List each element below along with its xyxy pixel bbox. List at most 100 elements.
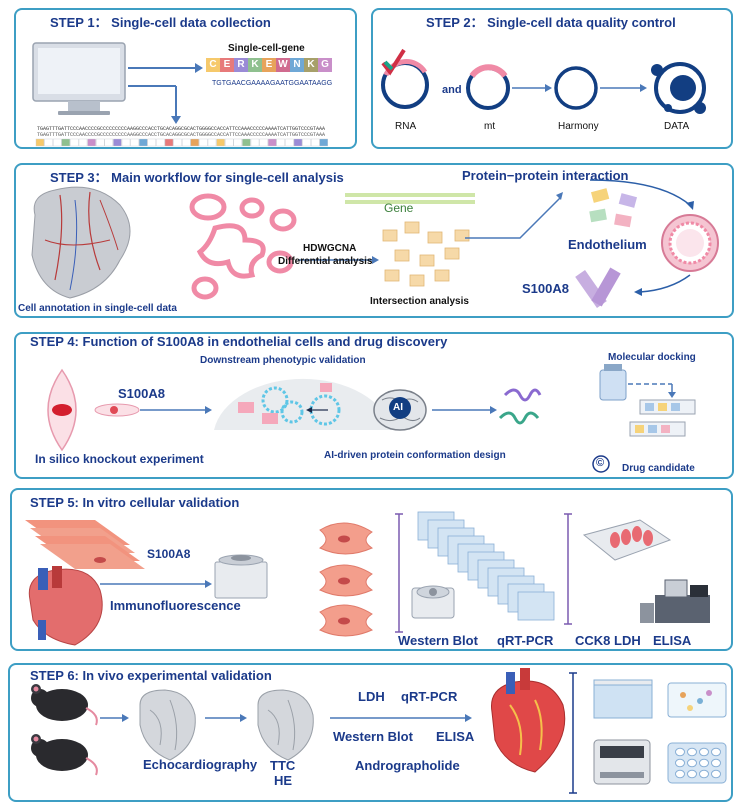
gene-letter: E [262,58,276,72]
gene-letter: E [220,58,234,72]
sequence-cell [285,138,294,147]
computer-monitor-icon [32,42,126,115]
qrtpcr-label-step5: qRT-PCR [497,633,554,648]
blood-vessel-icon [661,214,719,272]
step1-title: STEP 1： Single-cell data collection [50,15,271,30]
heart-anatomy-icon [31,186,131,299]
gene-letter: N [290,58,304,72]
sequence-cell [61,138,70,147]
sequence-cell [233,138,243,147]
sequence-cell [164,138,174,147]
echocardiography-label: Echocardiography [143,757,258,772]
intersection-analysis-label: Intersection analysis [370,296,469,307]
sequence-cell [199,138,208,147]
sequence-cell [35,138,45,147]
divider-line-2 [564,513,572,625]
differential-analysis-label: Differential analysis [278,256,373,267]
molecular-docking-label: Molecular docking [608,352,696,363]
mouse-icon-2 [31,734,98,776]
well [687,758,697,768]
well [699,758,709,768]
cck8-ldh-label: CCK8 LDH [575,633,641,648]
mt-label: mt [484,121,496,132]
long-sequence-text-1: TGAGTTTGATTCCCAACCCCGCCCCCCCCCAAGGCCCACC… [37,126,326,132]
harmony-circle-icon [554,66,598,110]
well [687,769,697,779]
ldh-label: LDH [358,689,385,704]
centrifuge-icon [411,585,455,619]
sequence-cell [44,138,53,147]
step3-panel [14,163,734,318]
sequence-cell [207,138,217,147]
gene-letter-strip: C E R K E W N K G [206,58,332,72]
ppi-label: Protein−protein interaction [462,168,629,183]
gene-letter: K [304,58,318,72]
pcr-machine-icon [593,739,651,785]
sequence-cell [87,138,96,147]
sequence-cell [250,138,260,147]
single-cell-gene-label: Single-cell-gene [228,43,305,54]
long-sequence-text-2: TGAGTTTGATTCCCAACCCCGCCCCCCCCCAAGGCCCACC… [37,132,326,138]
well-plate-icon [667,742,727,784]
lab-incubator-icon [214,554,268,599]
western-blot-membranes-icon [417,511,555,621]
step6-title: STEP 6: In vivo experimental validation [30,668,272,683]
endothelial-cell-icon [47,368,77,452]
data-network-icon [651,62,706,114]
data-label: DATA [664,121,690,132]
gene-letter: W [276,58,290,72]
rna-label: RNA [395,121,417,132]
sequence-cell [70,138,79,147]
endothelial-cells-stack-icon [318,522,374,637]
drug-candidate-label: Drug candidate [622,463,695,474]
copyright-symbol: © [596,457,605,469]
gene-label: Gene [384,201,414,215]
well [675,747,685,757]
sequence-cell [268,138,277,147]
sequence-cell [147,138,157,147]
drug-vial-icon [599,364,627,401]
well [675,769,685,779]
well [699,747,709,757]
protein-helix-icon [498,388,542,425]
heart-cross-section-icon [28,566,103,646]
step5-title: STEP 5: In vitro cellular validation [30,495,240,510]
knockout-label: In silico knockout experiment [35,452,204,466]
endothelium-label: Endothelium [568,237,647,252]
sequence-cell [190,138,200,147]
s100a8-label-step4: S100A8 [118,386,165,401]
sequence-cell [138,138,148,147]
divider-line-1 [395,513,403,633]
protein-interaction-icon [589,188,638,228]
well [711,758,721,768]
well [687,747,697,757]
elisa-label-step6: ELISA [436,729,475,744]
well [675,758,685,768]
intersection-cubes-icon [382,221,470,287]
divider-line-3 [569,672,577,794]
western-blot-label-step6: Western Blot [333,729,413,744]
sequence-cell [156,138,165,147]
elisa-label-step5: ELISA [653,633,692,648]
ai-design-label: AI-driven protein conformation design [324,450,506,461]
sequence-cell [224,138,234,147]
sequence-cell [311,138,320,147]
sequence-cell [319,138,328,147]
cell-annotation-label: Cell annotation in single-cell data [18,303,177,314]
ai-brain-icon [373,389,427,431]
mt-circle-icon [466,64,510,110]
ai-label: AI [393,402,403,413]
sequence-cell [302,138,311,147]
gene-letter: R [234,58,248,72]
plate-reader-instrument-icon [640,579,710,623]
s100a8-protein-icon [575,267,621,309]
sequence-cell [130,138,139,147]
sequence-cell [104,138,114,147]
knockout-cell-icon [94,403,140,417]
sequence-cell [173,138,182,147]
